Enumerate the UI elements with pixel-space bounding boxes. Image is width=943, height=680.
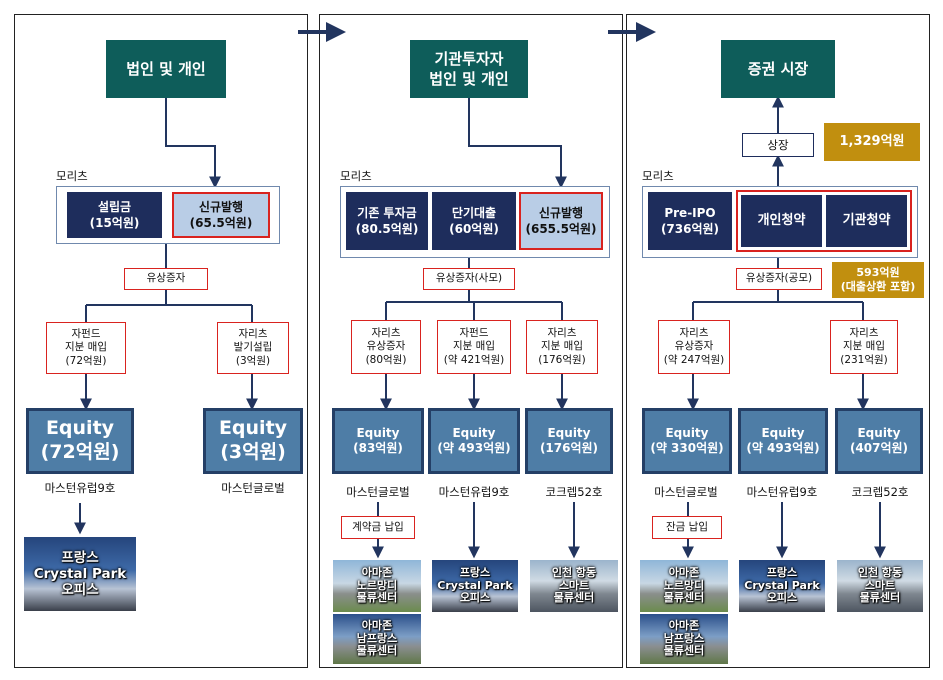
equity-box: Equity (407억원): [835, 408, 923, 474]
balance-payment-label: 잔금 납입: [652, 516, 722, 539]
public-offering-amount: 593억원 (대출상환 포함): [832, 262, 924, 298]
branch-reit-founding: 자리츠 발기설립 (3억원): [217, 322, 289, 374]
asset-photo: 인천 항동 스마트 물류센터: [530, 560, 618, 612]
company-label: 모리츠: [340, 169, 372, 183]
branch-reit-increase: 자리츠 유상증자 (약 247억원): [658, 320, 730, 374]
listing-amount: 1,329억원: [824, 123, 920, 161]
new-issue-box: 신규발행 (65.5억원): [172, 192, 270, 238]
market-title: 증권 시장: [721, 40, 835, 98]
listing-label: 상장: [742, 133, 814, 157]
equity-box: Equity (83억원): [332, 408, 424, 474]
equity-box: Equity (약 493억원): [428, 408, 520, 474]
branch-fund-purchase: 자펀드 지분 매입 (72억원): [46, 322, 126, 374]
capital-increase-label: 유상증자: [124, 268, 208, 290]
vehicle-label: 마스턴글로벌: [221, 481, 285, 495]
branch-fund-purchase: 자펀드 지분 매입 (약 421억원): [437, 320, 511, 374]
asset-photo: 프랑스 Crystal Park 오피스: [24, 537, 136, 611]
investor-title: 법인 및 개인: [106, 40, 226, 98]
asset-photo: 아마존 남프랑스 물류센터: [333, 614, 421, 664]
public-offering-group: 개인청약 기관청약: [736, 190, 912, 252]
equity-box: Equity (약 493억원): [738, 408, 828, 474]
investor-title: 기관투자자 법인 및 개인: [410, 40, 528, 98]
panel-2-frame: [319, 14, 623, 668]
branch-reit-increase: 자리츠 유상증자 (80억원): [351, 320, 421, 374]
asset-photo: 아마존 남프랑스 물류센터: [640, 614, 728, 664]
vehicle-label: 마스턴유럽9호: [438, 485, 510, 499]
panel-1-frame: [14, 14, 308, 668]
pre-ipo-box: Pre-IPO (736억원): [648, 192, 732, 250]
capital-box: 설립금 (15억원): [67, 192, 162, 238]
capital-increase-label: 유상증자(사모): [423, 268, 515, 290]
vehicle-label: 코크렙52호: [545, 485, 603, 499]
deposit-payment-label: 계약금 납입: [341, 516, 415, 539]
vehicle-label: 마스턴유럽9호: [44, 481, 116, 495]
institution-subscription-box: 기관청약: [826, 195, 907, 247]
capital-increase-label: 유상증자(공모): [736, 268, 822, 290]
asset-photo: 프랑스 Crystal Park 오피스: [432, 560, 518, 612]
asset-photo: 아마존 노르망디 물류센터: [333, 560, 421, 612]
asset-photo: 아마존 노르망디 물류센터: [640, 560, 728, 612]
asset-photo: 인천 항동 스마트 물류센터: [837, 560, 923, 612]
equity-box: Equity (72억원): [26, 408, 134, 474]
branch-reit-purchase: 자리츠 지분 매입 (231억원): [830, 320, 898, 374]
branch-reit-purchase: 자리츠 지분 매입 (176억원): [526, 320, 598, 374]
asset-photo: 프랑스 Crystal Park 오피스: [739, 560, 825, 612]
panel-3-frame: [626, 14, 930, 668]
new-issue-box: 신규발행 (655.5억원): [519, 192, 603, 250]
existing-investment-box: 기존 투자금 (80.5억원): [346, 192, 428, 250]
company-label: 모리츠: [56, 169, 88, 183]
short-term-loan-box: 단기대출 (60억원): [432, 192, 516, 250]
equity-box: Equity (176억원): [525, 408, 613, 474]
vehicle-label: 마스턴글로벌: [654, 485, 718, 499]
vehicle-label: 마스턴유럽9호: [746, 485, 818, 499]
vehicle-label: 코크렙52호: [851, 485, 909, 499]
equity-box: Equity (3억원): [203, 408, 303, 474]
equity-box: Equity (약 330억원): [642, 408, 732, 474]
company-label: 모리츠: [642, 169, 674, 183]
vehicle-label: 마스턴글로벌: [346, 485, 410, 499]
retail-subscription-box: 개인청약: [741, 195, 822, 247]
